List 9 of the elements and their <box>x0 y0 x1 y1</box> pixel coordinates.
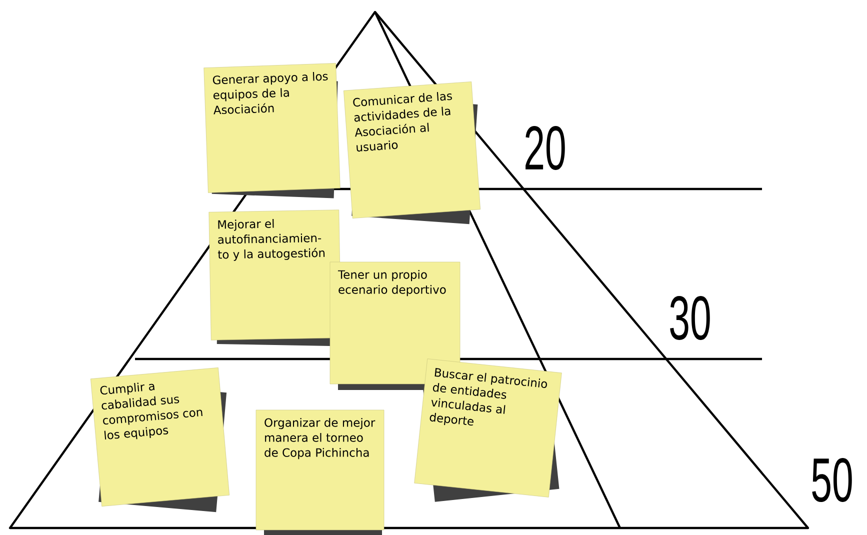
sticky-note <box>344 82 480 224</box>
level-number: 30 <box>668 295 712 341</box>
level-number: 20 <box>523 125 567 171</box>
sticky-note <box>90 368 230 512</box>
note-text: Buscar el patrocinio de entidades vinculadas al deporte <box>430 368 547 426</box>
level-number: 50 <box>810 457 854 503</box>
note-text: Cumplir a cabalidad sus compromisos con los equipos <box>100 382 202 440</box>
note-text: Comunicar de las actividades de la Asociación al usuario <box>353 92 452 152</box>
sticky-note <box>414 358 562 502</box>
